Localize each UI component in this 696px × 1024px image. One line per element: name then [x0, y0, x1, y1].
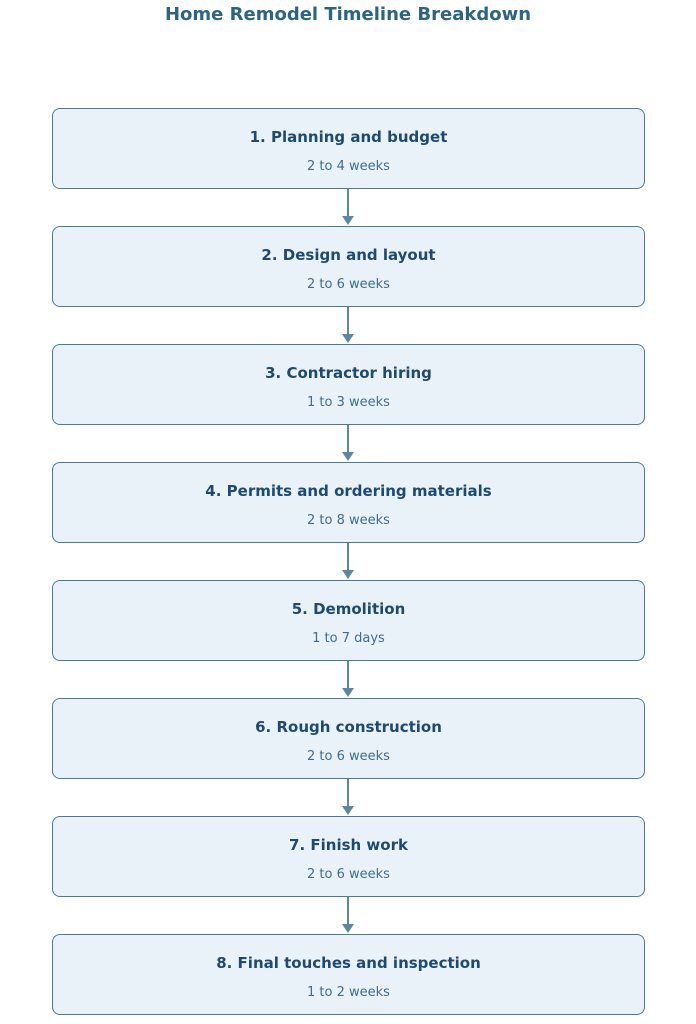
- step-title: 7. Finish work: [289, 836, 408, 854]
- step-box-contractor: 3. Contractor hiring 1 to 3 weeks: [52, 344, 645, 425]
- step-duration: 1 to 7 days: [312, 631, 385, 646]
- timeline-flow: 1. Planning and budget 2 to 4 weeks 2. D…: [52, 108, 645, 1015]
- step-title: 4. Permits and ordering materials: [205, 482, 492, 500]
- step-duration: 2 to 6 weeks: [307, 749, 390, 764]
- step-box-demolition: 5. Demolition 1 to 7 days: [52, 580, 645, 661]
- down-arrow-icon: [52, 661, 645, 698]
- step-title: 8. Final touches and inspection: [216, 954, 481, 972]
- down-arrow-icon: [52, 543, 645, 580]
- step-box-finish-work: 7. Finish work 2 to 6 weeks: [52, 816, 645, 897]
- step-duration: 1 to 3 weeks: [307, 395, 390, 410]
- step-title: 5. Demolition: [291, 600, 406, 618]
- down-arrow-icon: [52, 779, 645, 816]
- step-box-final-touches: 8. Final touches and inspection 1 to 2 w…: [52, 934, 645, 1015]
- down-arrow-icon: [52, 189, 645, 226]
- step-duration: 2 to 4 weeks: [307, 159, 390, 174]
- step-title: 3. Contractor hiring: [265, 364, 432, 382]
- step-title: 2. Design and layout: [261, 246, 436, 264]
- step-duration: 2 to 6 weeks: [307, 277, 390, 292]
- down-arrow-icon: [52, 307, 645, 344]
- step-box-design: 2. Design and layout 2 to 6 weeks: [52, 226, 645, 307]
- step-duration: 2 to 8 weeks: [307, 513, 390, 528]
- down-arrow-icon: [52, 425, 645, 462]
- down-arrow-icon: [52, 897, 645, 934]
- step-box-permits: 4. Permits and ordering materials 2 to 8…: [52, 462, 645, 543]
- step-duration: 2 to 6 weeks: [307, 867, 390, 882]
- step-box-rough-construction: 6. Rough construction 2 to 6 weeks: [52, 698, 645, 779]
- step-title: 6. Rough construction: [255, 718, 442, 736]
- step-duration: 1 to 2 weeks: [307, 985, 390, 1000]
- step-title: 1. Planning and budget: [249, 128, 448, 146]
- diagram-title: Home Remodel Timeline Breakdown: [164, 4, 532, 25]
- step-box-planning: 1. Planning and budget 2 to 4 weeks: [52, 108, 645, 189]
